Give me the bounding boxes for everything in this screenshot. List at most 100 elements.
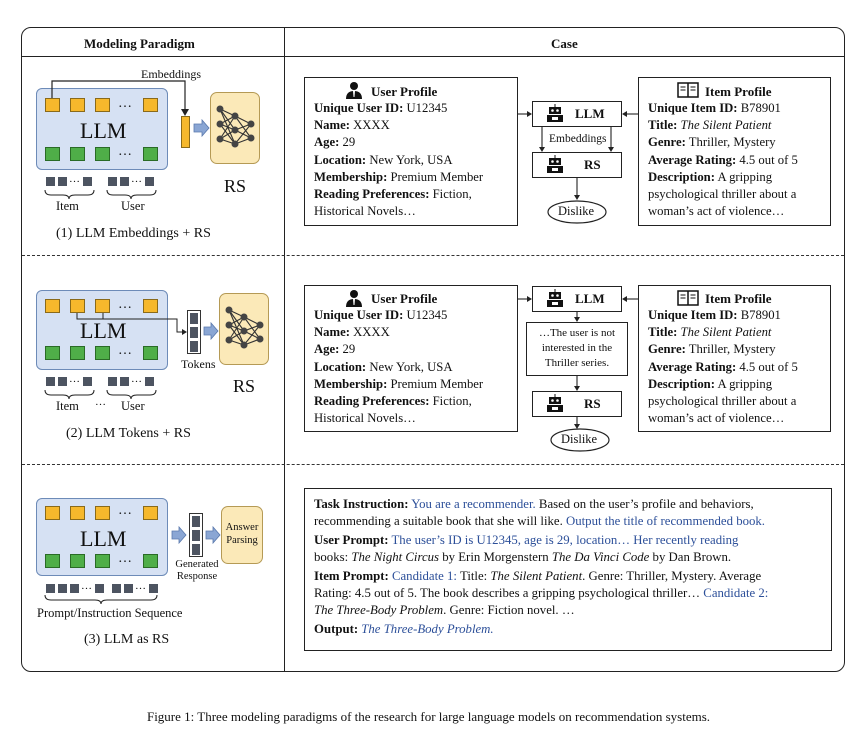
rating-label: Average Rating: [648,152,737,167]
rating-value: 4.5 out of 5 [739,359,798,374]
ellipsis: … [118,297,132,312]
user-profile-fields: Unique User ID: U12345 Name: XXXX Age: 2… [314,100,483,220]
rating-value: 4.5 out of 5 [739,152,798,167]
ellipsis: … [118,144,132,159]
ellipsis: … [118,503,132,518]
location-value: New York, USA [369,359,453,374]
user-profile-box [304,77,518,226]
embeddings-flow-label: Embeddings [548,133,608,145]
location-label: Location: [314,359,367,374]
token-square [112,584,121,593]
token-square [70,584,79,593]
book-icon [677,82,699,98]
llm-node [532,101,622,127]
location-label: Location: [314,152,367,167]
preferences-value: Fiction, [432,394,472,409]
ellipsis: … [118,96,132,111]
item-prompt-h: . Genre: Fiction novel. … [443,603,575,617]
title-value: The Silent Patient [680,325,772,340]
item-prompt-title-1: The Silent Patient [490,569,583,583]
title-value: The Silent Patient [680,118,772,133]
user-id-value: U12345 [406,308,448,322]
header-modeling-paradigm: Modeling Paradigm [84,36,195,51]
name-label: Name: [314,118,350,133]
token-square [46,584,55,593]
token-square [124,584,133,593]
title-label: Title: [648,325,678,340]
token-square [95,98,110,112]
neural-network-icon [225,306,264,349]
item-profile-fields: Unique Item ID: B78901 Title: The Silent… [648,100,798,220]
name-value: XXXX [353,325,390,340]
dislike-output: Dislike [561,432,598,446]
description-value-3: woman’s act of violence… [648,411,785,426]
book-icon [677,290,699,306]
llm-label: LLM [80,318,127,343]
token-square [70,554,85,568]
title-label: Title: [648,118,678,133]
membership-value: Premium Member [390,376,484,391]
prompt-text: Task Instruction: You are a recommender.… [314,496,826,638]
output-value: The Three-Body Problem. [358,622,494,636]
header-case: Case [551,36,578,51]
generated-text-box [526,322,628,376]
location-value: New York, USA [369,152,453,167]
rs-node [532,391,622,417]
ellipsis: … [131,173,142,185]
row1-caption: (1) LLM Embeddings + RS [56,226,211,241]
response-token-stack [189,513,203,557]
preferences-label: Reading Preferences: [314,394,430,409]
genre-value: Thriller, Mystery [688,135,776,150]
robot-icon [547,394,563,412]
description-value-2: psychological thriller about a [648,394,797,409]
item-id-value: B78901 [740,308,781,322]
token-square [143,98,158,112]
user-prompt-book-1: The Night Circus [351,550,440,564]
embeddings-label: Embeddings [141,67,201,81]
description-label: Description: [648,376,715,391]
token-square [95,584,104,593]
generated-response-label: Generated Response [175,559,219,582]
preferences-value-cont: Historical Novels… [314,411,416,426]
token-square [95,554,110,568]
ellipsis: … [118,551,132,566]
token-square [45,506,60,520]
token-square [45,98,60,112]
user-prompt-book-2: The Da Vinci Code [551,550,650,564]
ellipsis: … [81,580,92,592]
age-label: Age: [314,342,340,357]
token-square [70,98,85,112]
item-profile-title: Item Profile [705,291,772,306]
user-prompt-d: by Erin Morgenstern [439,550,552,564]
figure-caption: Figure 1: Three modeling paradigms of th… [146,709,711,724]
item-label: Item [56,399,79,413]
rating-label: Average Rating: [648,359,737,374]
description-value-3: woman’s act of violence… [648,204,785,219]
header-divider [22,56,844,57]
membership-label: Membership: [314,376,388,391]
description-value-2: psychological thriller about a [648,187,797,202]
user-icon [346,82,362,99]
user-prompt-b: books: [314,550,352,564]
llm-label: LLM [80,526,127,551]
token-square [58,584,67,593]
llm-node-label: LLM [575,106,605,121]
task-instruction-c: recommending a suitable book that she wi… [314,514,563,528]
llm-node [532,286,622,312]
preferences-value: Fiction, [432,187,472,202]
token-square [120,377,129,386]
row3-caption: (3) LLM as RS [84,632,170,647]
item-prompt-title-2: The Three-Body Problem [314,603,444,617]
item-id-value: B78901 [740,101,781,115]
rs-label: RS [233,376,256,396]
token-square [145,177,154,186]
task-instruction-label: Task Instruction: [314,497,409,511]
task-instruction-a: You are a recommender. [411,497,536,511]
preferences-value-cont: Historical Novels… [314,204,416,219]
user-id-value: U12345 [406,101,448,115]
task-instruction-d: Output the title of recommended book. [562,514,765,528]
token-square [143,346,158,360]
row-divider-2 [22,464,844,465]
robot-icon [547,155,563,173]
